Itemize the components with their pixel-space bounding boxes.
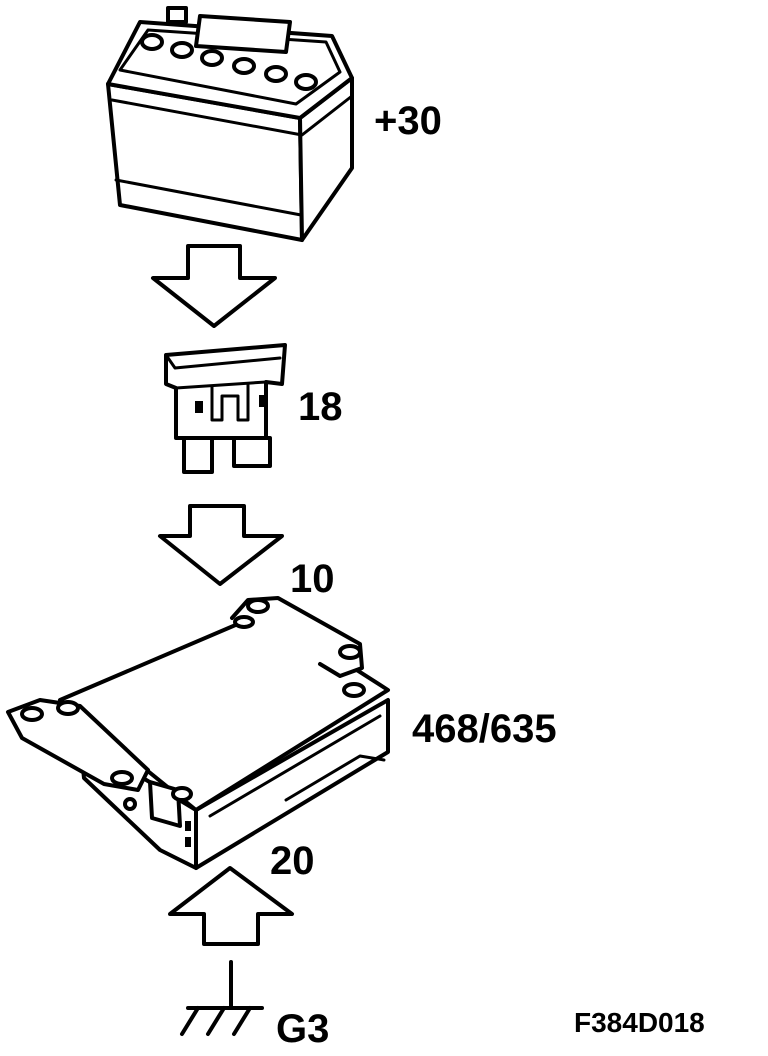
arrow-down-icon: [151, 244, 277, 328]
ground-point-label: G3: [276, 1007, 329, 1051]
battery-icon: [106, 6, 354, 242]
arrow-down-icon: [158, 504, 284, 586]
ground-symbol-icon: [180, 960, 264, 1036]
control-module-icon: [6, 596, 390, 870]
fuse-label: 18: [298, 385, 343, 429]
module-ground-pin-label: 20: [270, 839, 315, 883]
arrow-up-icon: [168, 866, 294, 946]
module-label: 468/635: [412, 707, 557, 751]
figure-reference-label: F384D018: [574, 1007, 705, 1038]
module-input-pin-label: 10: [290, 557, 335, 601]
battery-terminal-label: +30: [374, 99, 442, 143]
fuse-icon: [164, 343, 287, 474]
